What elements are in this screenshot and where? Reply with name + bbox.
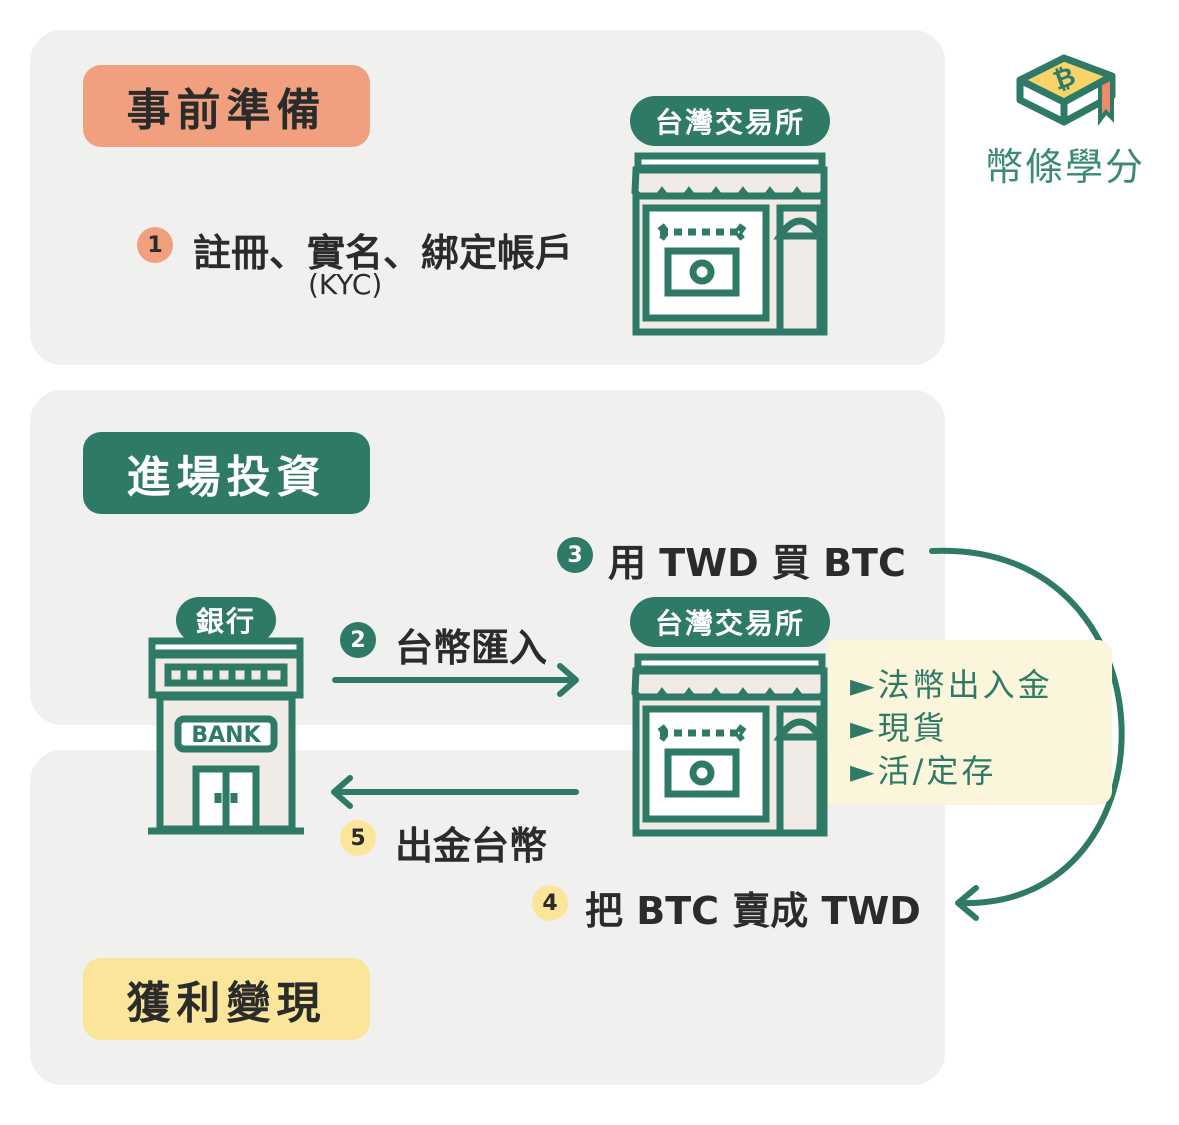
step-4-text: 把 BTC 賣成 TWD (585, 889, 921, 933)
arrow-deposit (332, 663, 579, 697)
bank-label: 銀行 (176, 597, 276, 643)
arrow-trade-cycle (929, 547, 1125, 921)
step-1-text: 註冊、實名、綁定帳戶 (193, 231, 574, 275)
step-2-badge: 2 (340, 622, 376, 658)
service-item: ►現貨 (850, 709, 948, 747)
step-1-badge: 1 (137, 227, 173, 263)
step-1-sub: (KYC) (308, 268, 383, 301)
exchange-label: 台灣交易所 (630, 96, 830, 146)
step-5-badge: 5 (340, 820, 376, 856)
bank-sign: BANK (191, 723, 261, 748)
step-2-text: 台幣匯入 (395, 626, 548, 670)
prep-title: 事前準備 (83, 65, 370, 147)
step-5-text: 出金台幣 (395, 824, 548, 868)
logo-text: 幣條學分 (985, 145, 1146, 189)
profit-title: 獲利變現 (83, 958, 370, 1040)
exchange-label-2: 台灣交易所 (630, 597, 830, 647)
arrow-withdraw (331, 775, 579, 809)
exchange-store-icon: 台灣交易所 (630, 96, 830, 336)
service-item: ►活/定存 (850, 752, 997, 790)
invest-title: 進場投資 (83, 432, 370, 514)
step-3-text: 用 TWD 買 BTC (608, 541, 906, 585)
step-3-badge: 3 (557, 537, 593, 573)
service-item: ►法幣出入金 (850, 666, 1053, 704)
exchange-services-callout: ►法幣出入金 ►現貨 ►活/定存 (828, 640, 1112, 805)
step-4-badge: 4 (532, 885, 568, 921)
bitcoin-book-icon: ₿ (1016, 54, 1116, 126)
exchange-store-icon-2: 台灣交易所 (630, 597, 830, 837)
bank-icon: BANK 銀行 (148, 597, 304, 837)
